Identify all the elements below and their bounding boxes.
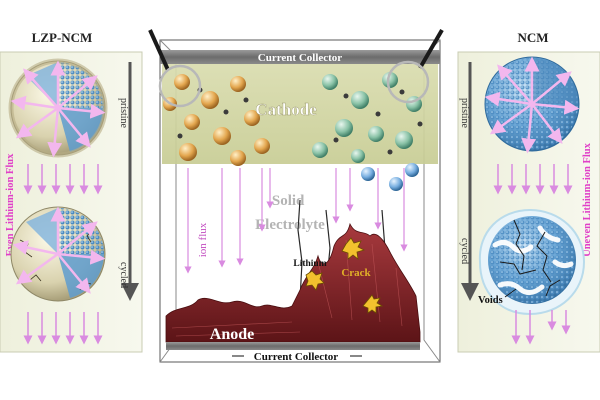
ncm-cycled-particle xyxy=(478,208,586,316)
right-state-cycled: cycled xyxy=(459,238,470,264)
top-collector-label: Current Collector xyxy=(258,52,343,64)
voids-label: Voids xyxy=(478,295,503,306)
crack-label: Crack xyxy=(341,267,371,279)
cathode-label: Cathode xyxy=(255,100,317,119)
battery-cell: Current Collector xyxy=(148,28,444,363)
left-magnifier-icon xyxy=(148,29,202,108)
loose-ncm-particles xyxy=(361,163,419,191)
cathode-green-particles xyxy=(312,72,422,163)
electrolyte-label-line1: Solid xyxy=(272,193,305,209)
right-cycled-flux-arrows xyxy=(511,310,571,345)
lithium-deposit-icon xyxy=(305,270,325,291)
left-panel-title: LZP-NCM xyxy=(32,30,93,45)
bottom-collector-label: Current Collector xyxy=(254,351,339,363)
bottom-current-collector xyxy=(166,342,420,350)
left-panel: LZP-NCM Even Lithium-ion Flux pristine c… xyxy=(0,30,143,353)
cathode-orange-particles xyxy=(163,74,270,166)
cathode-dark-dots xyxy=(177,87,423,155)
anode-texture xyxy=(171,239,403,337)
crack-star-icon xyxy=(341,237,384,314)
lzp-ncm-pristine-particle xyxy=(8,58,108,158)
left-cycled-flux-arrows xyxy=(23,312,103,345)
lithium-label: Lithium xyxy=(293,259,326,269)
left-state-pristine: pristine xyxy=(118,98,129,129)
electrolyte-label: Solid Electrolyte xyxy=(255,193,325,233)
lzp-ncm-cycled-particle xyxy=(10,206,106,302)
top-current-collector xyxy=(160,50,440,64)
right-panel: NCM Uneven Lithium-ion Flux pristine cyc… xyxy=(457,30,600,353)
right-pristine-flux-arrows xyxy=(493,164,573,195)
voids-pointer xyxy=(504,288,517,298)
right-state-pristine: pristine xyxy=(459,98,470,129)
anode-label: Anode xyxy=(210,326,254,343)
right-panel-title: NCM xyxy=(517,30,548,45)
left-state-cycled: cycled xyxy=(118,262,129,288)
electrolyte-label-line2: Electrolyte xyxy=(255,217,325,233)
left-side-label: Even Lithium-ion Flux xyxy=(5,153,16,256)
right-magnifier-icon xyxy=(386,28,444,104)
ion-flux-label: ion flux xyxy=(197,222,209,257)
ncm-pristine-particle xyxy=(484,56,580,154)
right-side-label: Uneven Lithium-ion Flux xyxy=(582,142,593,257)
left-pristine-flux-arrows xyxy=(23,164,103,195)
electrolyte-flux-arrows xyxy=(184,168,408,274)
